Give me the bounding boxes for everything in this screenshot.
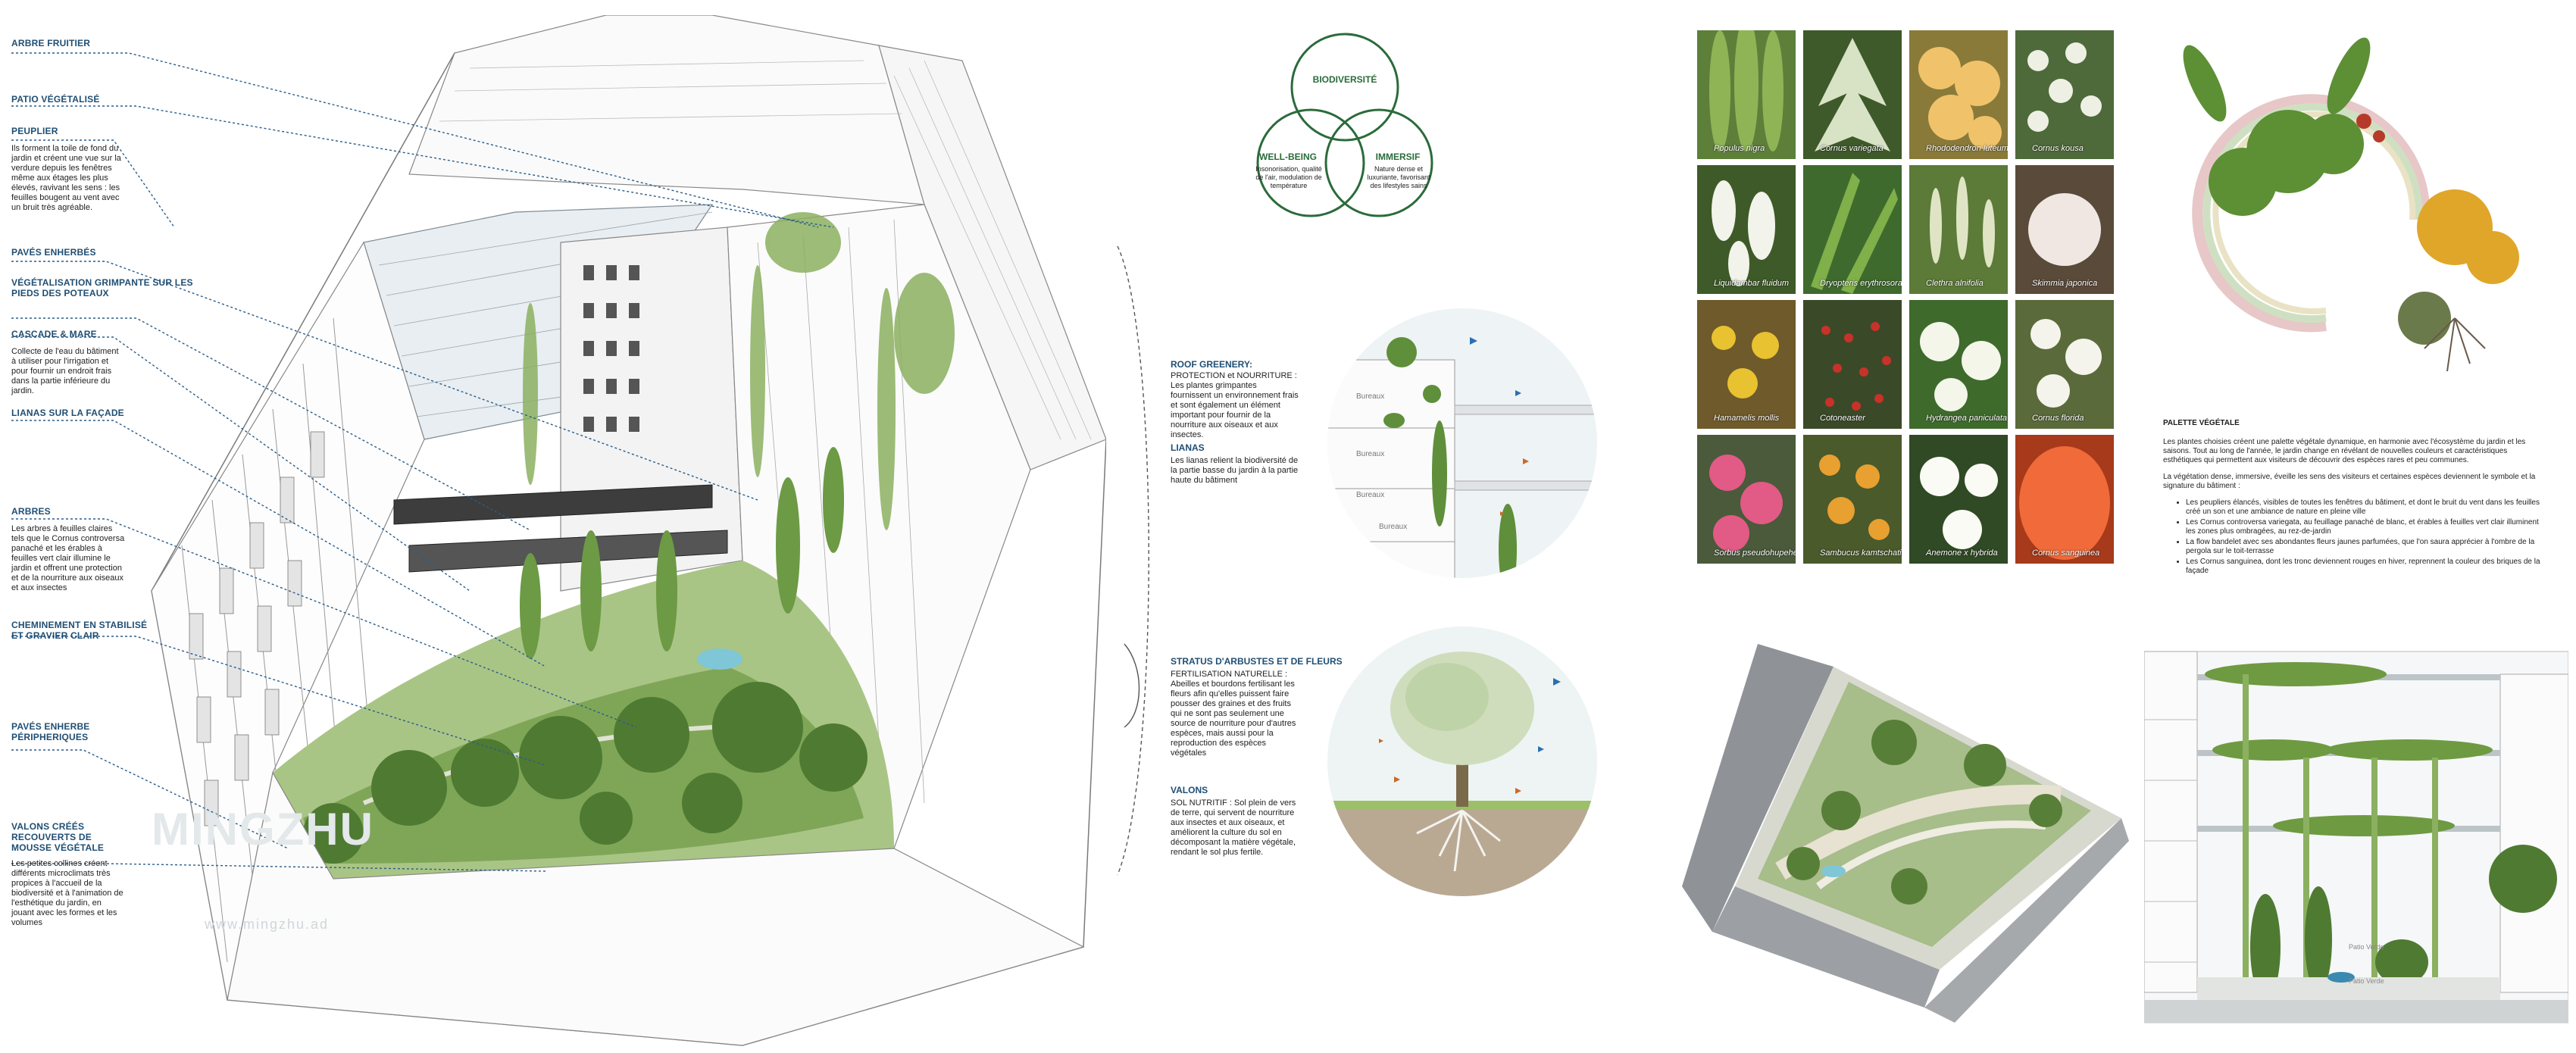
palette-intro-2: La végétation dense, immersive, éveille … <box>2163 473 2536 490</box>
roof-greenery-text: PROTECTION et NOURRITURE : Les plantes g… <box>1171 371 1299 439</box>
plant-grid: Populus nigra Cornus variegata Rhododend… <box>1697 30 2118 565</box>
venn-immersif-text: Nature dense et luxuriante, favorisant d… <box>1367 165 1430 189</box>
venn-biodiversite: BIODIVERSITÉ <box>1312 74 1377 85</box>
plant-tile: Cotoneaster <box>1803 300 1902 429</box>
label-lianas-facade: LIANAS SUR LA FAÇADE <box>11 408 124 418</box>
text-peuplier: Ils forment la toile de fond du jardin e… <box>11 144 121 212</box>
stratus-title: STRATUS D'ARBUSTES ET DE FLEURS <box>1171 656 1343 667</box>
roof-garden-plan <box>1682 644 2129 1023</box>
label-cascade-mare: CASCADE & MARE <box>11 329 97 339</box>
label-paves-peripheriques: PAVÉS ENHERBE PÉRIPHERIQUES <box>11 721 90 742</box>
venn-immersif: IMMERSIF <box>1375 152 1421 162</box>
palette-item: La flow bandelet avec ses abondantes fle… <box>2186 538 2542 556</box>
venn-well-being-text: Insonorisation, qualité de l'air, modula… <box>1255 165 1322 189</box>
building-axonometric <box>151 15 1106 1046</box>
palette-title: PALETTE VÉGÉTALE <box>2163 419 2240 427</box>
circle-label-bureaux-3: Bureaux <box>1356 491 1385 499</box>
label-patio-vegetalise: PATIO VÉGÉTALISÉ <box>11 94 100 105</box>
plant-tile: Cornus kousa <box>2015 30 2114 159</box>
circle-label-bureaux-4: Bureaux <box>1379 523 1408 531</box>
venn-well-being: WELL-BEING <box>1259 152 1317 162</box>
plant-tile: Populus nigra <box>1697 30 1796 159</box>
plant-tile: Hamamelis mollis <box>1697 300 1796 429</box>
plant-tile: Clethra alnifolia <box>1909 165 2008 294</box>
text-valons: Les petites collines créent différents m… <box>11 859 123 927</box>
plant-tile: Sorbus pseudohupehensis <box>1697 435 1796 564</box>
seasonal-wreath-illustration <box>2183 37 2519 372</box>
section-label-1: Patio Verde <box>2349 943 2384 951</box>
plant-tile: Liquidambar fluidum <box>1697 165 1796 294</box>
plant-tile: Cornus variegata <box>1803 30 1902 159</box>
text-cascade-mare: Collecte de l'eau du bâtiment à utiliser… <box>11 347 119 395</box>
circle-label-bureaux-2: Bureaux <box>1356 450 1385 458</box>
palette-list: Les peupliers élancés, visibles de toute… <box>2163 498 2542 577</box>
section-label-2: Patio Verde <box>2349 977 2384 985</box>
leader-lines <box>11 52 834 872</box>
palette-item: Les peupliers élancés, visibles de toute… <box>2186 498 2542 517</box>
label-arbre-fruitier: ARBRE FRUITIER <box>11 38 91 48</box>
circle-label-bureaux-1: Bureaux <box>1356 392 1385 401</box>
label-peuplier: PEUPLIER <box>11 126 58 136</box>
roof-greenery-title: ROOF GREENERY: <box>1171 359 1253 370</box>
valons-text: SOL NUTRITIF : Sol plein de vers de terr… <box>1171 798 1296 857</box>
plant-tile: Hydrangea paniculata <box>1909 300 2008 429</box>
plant-tile: Anemone x hybrida <box>1909 435 2008 564</box>
tree-soil-illustration <box>1327 626 1597 896</box>
plant-tile: Dryopteris erythrosora <box>1803 165 1902 294</box>
label-arbres: ARBRES <box>11 506 51 517</box>
label-vegetalisation-grimpante: VÉGÉTALISATION GRIMPANTE SUR LES PIEDS D… <box>11 277 193 298</box>
text-arbres: Les arbres à feuilles claires tels que l… <box>11 524 125 592</box>
palette-item: Les Cornus sanguinea, dont les tronc dev… <box>2186 558 2542 576</box>
plant-tile: Sambucus kamtschatica <box>1803 435 1902 564</box>
lianas-title: LIANAS <box>1171 442 1205 453</box>
bracket <box>1117 245 1149 876</box>
garden-section <box>2144 651 2568 1023</box>
venn-diagram <box>1256 33 1433 217</box>
watermark-brand: MINGZHU <box>152 804 374 855</box>
plant-tile: Skimmia japonica <box>2015 165 2114 294</box>
palette-intro-1: Les plantes choisies créent une palette … <box>2163 438 2526 464</box>
plant-tile: Rhododendron luteum <box>1909 30 2008 159</box>
palette-item: Les Cornus controversa variegata, au feu… <box>2186 518 2542 536</box>
plant-tile: Cornus sanguinea <box>2015 435 2114 564</box>
valons-title: VALONS <box>1171 785 1208 795</box>
plant-tile: Cornus florida <box>2015 300 2114 429</box>
lianas-text: Les lianas relient la biodiversité de la… <box>1171 456 1299 485</box>
label-cheminement: CHEMINEMENT EN STABILISÉ ET GRAVIER CLAI… <box>11 620 148 641</box>
watermark-url: www.mingzhu.ad <box>205 917 330 932</box>
label-valons: VALONS CRÉÉS RECOUVERTS DE MOUSSE VÉGÉTA… <box>11 821 105 853</box>
stratus-text: FERTILISATION NATURELLE : Abeilles et bo… <box>1171 670 1296 758</box>
roof-greenery-illustration <box>1327 308 1597 578</box>
label-paves-enherbes: PAVÉS ENHERBÉS <box>11 247 96 258</box>
